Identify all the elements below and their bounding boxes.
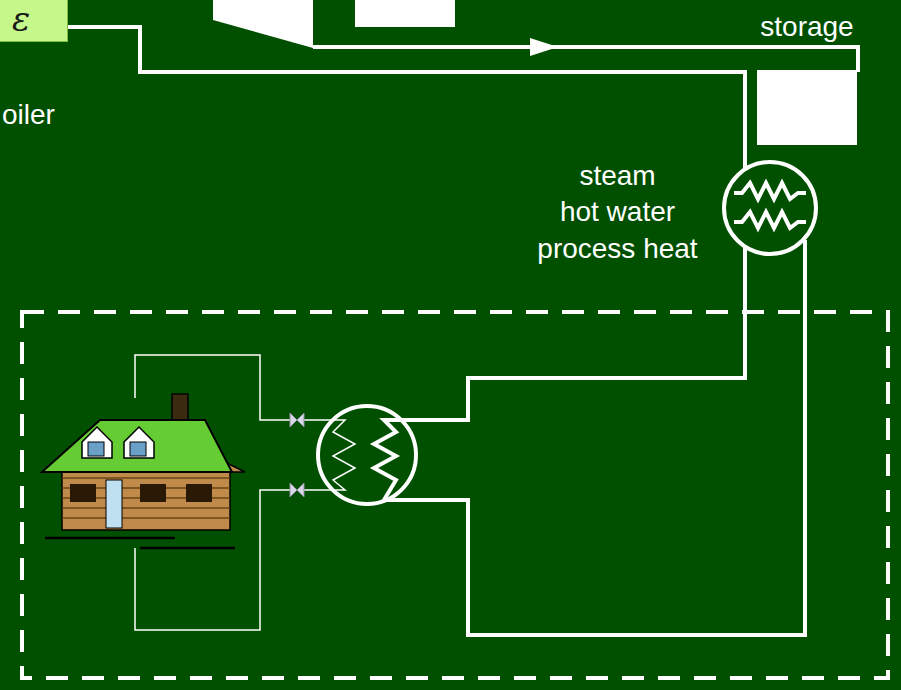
part-label: oiler [2, 100, 55, 131]
storage-shape [757, 70, 857, 145]
house-illustration [42, 394, 245, 548]
house-pipe [304, 489, 331, 491]
boiler-shape [0, 0, 68, 42]
storage-box: storage [757, 70, 857, 145]
boiler-symbol: ε [12, 2, 30, 36]
wrap-spacer [530, 158, 566, 188]
pipe-connector [68, 27, 745, 169]
valve-symbol [290, 483, 304, 497]
heat-exchanger-node: steam hot water process heat [722, 160, 818, 256]
supply-pipe [402, 248, 745, 420]
boiler-box: εoiler [0, 0, 68, 42]
heat-exchanger-symbol [318, 406, 416, 504]
customer-region [22, 312, 888, 678]
heat-exchanger-symbol [722, 160, 818, 256]
wrap-spacer [669, 158, 705, 188]
part-label: steam hot water process heat [530, 158, 705, 267]
house-pipe [135, 355, 290, 420]
part-label: storage [760, 12, 853, 43]
steam-pipe [313, 47, 858, 72]
return-pipe [388, 240, 805, 635]
house-pipe [304, 419, 331, 421]
text-run: steam hot water process heat [537, 160, 697, 264]
turbine-symbol [213, 0, 313, 48]
flow-arrowhead [530, 38, 558, 56]
valve-symbol [290, 413, 304, 427]
exchanger-coil [374, 420, 402, 500]
exchanger-coil [331, 420, 355, 490]
generator-symbol [355, 0, 455, 27]
